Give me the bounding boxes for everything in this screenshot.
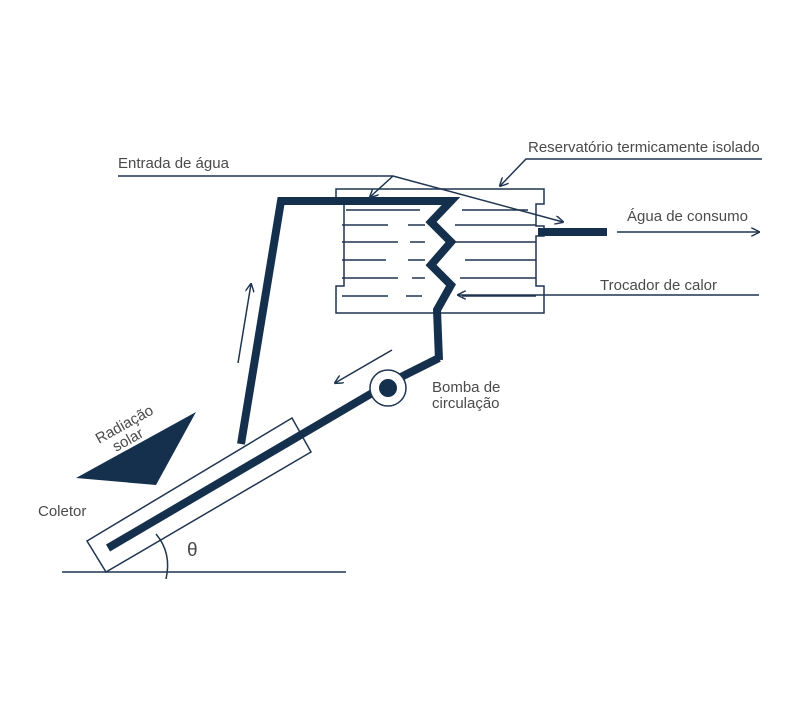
consumption-label: Água de consumo <box>627 208 748 225</box>
insulated-tank <box>335 188 545 314</box>
pump-label-line1: Bomba de <box>432 379 500 396</box>
angle-label: θ <box>187 540 198 561</box>
angle-arc <box>155 533 169 580</box>
pump-rotor <box>379 379 397 397</box>
collector-label: Coletor <box>38 503 86 520</box>
tank-water-lines <box>342 209 536 297</box>
tank-leader <box>500 158 762 186</box>
solar-radiation-beam <box>76 412 196 485</box>
flow-down-arrow <box>335 349 393 383</box>
water-inlet-label: Entrada de água <box>118 155 230 172</box>
collector-panel <box>85 416 313 574</box>
tank-label: Reservatório termicamente isolado <box>528 139 760 156</box>
circulation-pipe-hot <box>237 197 461 445</box>
pump-label-line2: circulação <box>432 395 500 412</box>
flow-up-arrow <box>237 284 251 364</box>
heat-exchanger-label: Trocador de calor <box>600 277 717 294</box>
water-inlet-branch <box>370 175 394 197</box>
